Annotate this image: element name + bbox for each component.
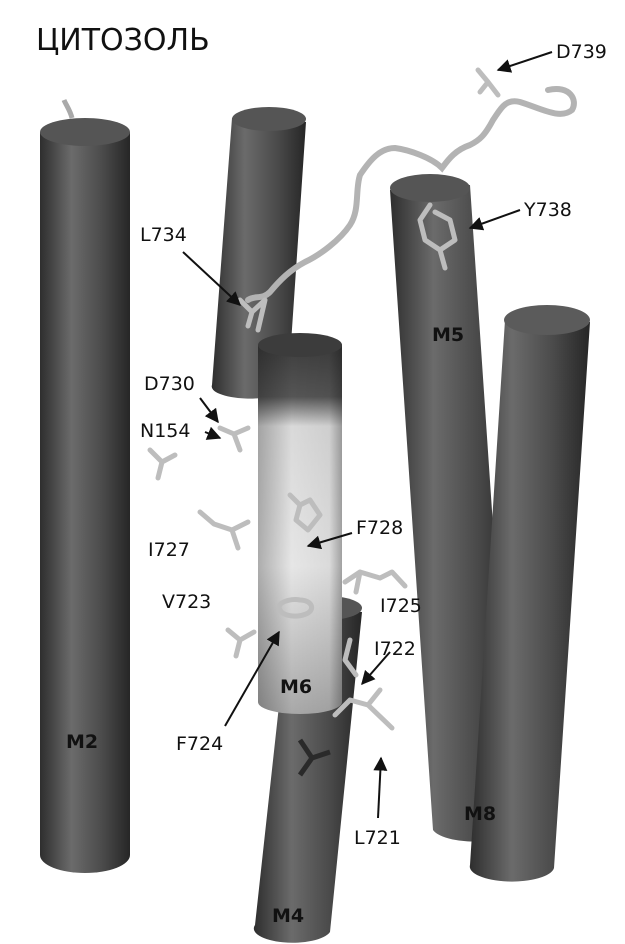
arrow-n154 — [205, 432, 220, 438]
label-i727: I727 — [148, 539, 190, 561]
helix-m2 — [40, 100, 130, 873]
label-f724: F724 — [176, 733, 223, 755]
label-d730: D730 — [144, 373, 195, 395]
arrow-l721 — [378, 758, 381, 818]
cytosol-title: ЦИТОЗОЛЬ — [36, 23, 210, 58]
label-i725: I725 — [380, 595, 422, 617]
label-y738: Y738 — [523, 199, 572, 221]
sidechain-v723 — [228, 630, 254, 656]
helix-label-m2: M2 — [66, 731, 98, 753]
label-l734: L734 — [140, 224, 187, 246]
label-i722: I722 — [374, 638, 416, 660]
label-v723: V723 — [162, 591, 211, 613]
loop-tail — [64, 100, 72, 118]
sidechain-i725 — [345, 572, 405, 592]
helix-m8 — [470, 305, 590, 882]
helix-label-m6: M6 — [280, 676, 312, 698]
helix-label-m4: M4 — [272, 905, 304, 927]
arrow-d739 — [498, 52, 552, 70]
label-d739: D739 — [556, 41, 607, 63]
sidechain-i727 — [200, 512, 248, 548]
label-n154: N154 — [140, 420, 190, 442]
label-f728: F728 — [356, 517, 403, 539]
arrow-y738 — [470, 210, 520, 228]
arrow-d730 — [200, 398, 218, 422]
sidechain-d730 — [220, 428, 248, 450]
sidechain-n154 — [150, 450, 175, 478]
label-l721: L721 — [354, 827, 401, 849]
helix-label-m8: M8 — [464, 803, 496, 825]
sidechain-d739 — [478, 70, 498, 95]
helix-label-m5: M5 — [432, 324, 464, 346]
